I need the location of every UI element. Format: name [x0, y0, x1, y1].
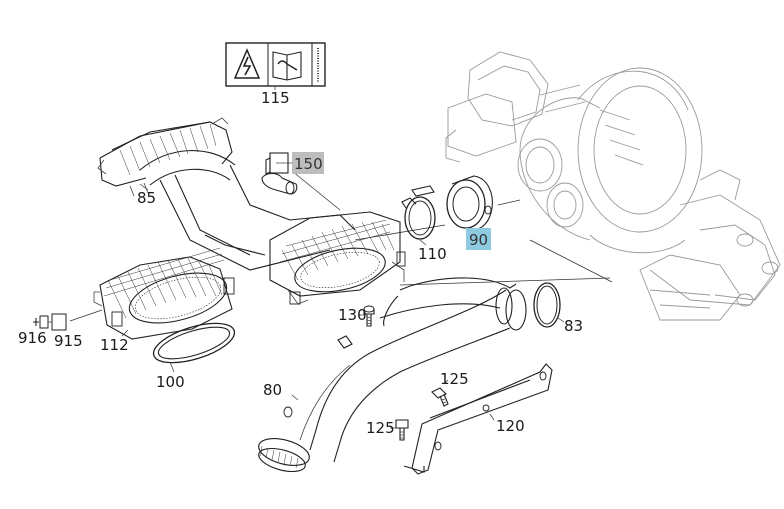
air-filter-housing-112 [93, 247, 235, 340]
callout-85: 85 [137, 189, 156, 207]
callout-112: 112 [100, 336, 129, 354]
callout-83: 83 [564, 317, 583, 335]
leader-lines [121, 86, 565, 429]
callout-115: 115 [261, 89, 290, 107]
gasket-100 [152, 322, 236, 364]
sleeve-90 [446, 175, 493, 231]
turbocharger-drawing [445, 51, 781, 321]
callout-110: 110 [418, 245, 447, 263]
electric-hazard-icon [233, 48, 261, 79]
callout-80: 80 [263, 381, 282, 399]
air-filter-housing [269, 211, 406, 305]
o-ring-83 [533, 282, 561, 328]
callout-916: 916 [18, 329, 47, 347]
manual-book-icon [272, 51, 302, 81]
bracket-120 [403, 363, 553, 475]
charge-air-pipe-80 [258, 277, 527, 473]
callout-915: 915 [54, 332, 83, 350]
bolt-130 [363, 305, 375, 327]
callout-125-upper: 125 [440, 370, 469, 388]
callout-150: 150 [294, 155, 323, 173]
callout-130: 130 [338, 306, 367, 324]
highlight-box-150 [292, 152, 324, 174]
callout-120: 120 [496, 417, 525, 435]
callout-125-lower: 125 [366, 419, 395, 437]
air-duct-85 [97, 117, 356, 271]
callout-100: 100 [156, 373, 185, 391]
hose-clamp-110 [401, 185, 436, 240]
sensor-150 [261, 152, 298, 195]
bolt-125-upper [431, 387, 449, 407]
sensor-915-916 [33, 313, 67, 331]
callout-90: 90 [469, 231, 488, 249]
bolt-125-lower [395, 419, 409, 441]
warning-label-part [225, 42, 326, 87]
wrench-icon [277, 60, 298, 71]
highlight-box-90 [466, 228, 491, 250]
